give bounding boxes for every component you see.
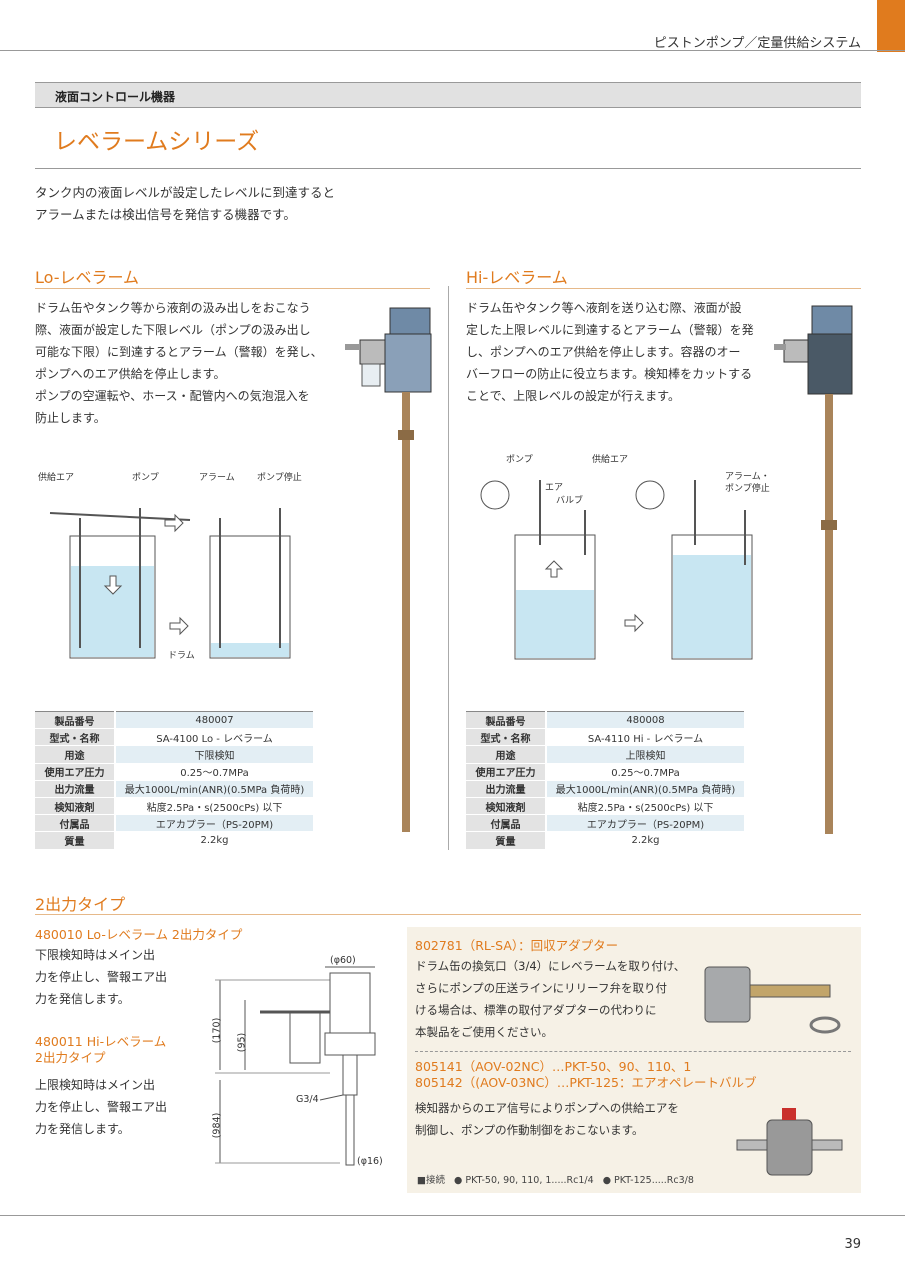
footer-rule: [0, 1215, 905, 1216]
connection-info: ■接続 ● PKT-50, 90, 110, 1.....Rc1/4 ● PKT…: [417, 1175, 694, 1186]
hi-heading: Hi-レベラーム: [466, 268, 568, 287]
dual-item1-desc: 下限検知時はメイン出力を停止し、警報エア出力を発信します。: [35, 948, 168, 1006]
lo-heading: Lo-レベラーム: [35, 268, 140, 287]
dual-item2-desc: 上限検知時はメイン出力を停止し、警報エア出力を発信します。: [35, 1078, 168, 1136]
header-tab: [877, 0, 905, 52]
table-row: 用途下限検知: [35, 745, 313, 764]
dual-item1-title: 480010 Lo-レベラーム 2出力タイプ: [35, 927, 243, 942]
lo-description: ドラム缶やタンク等から液剤の汲み出しをおこなう際、液面が設定した下限レベル（ポン…: [35, 301, 323, 425]
page-number: 39: [844, 1237, 861, 1252]
table-row: 付属品エアカプラー（PS-20PM): [466, 814, 744, 832]
table-row: 付属品エアカプラー（PS-20PM): [35, 814, 313, 832]
hi-heading-rule: [466, 288, 861, 289]
adapter-title: 802781（RL-SA）：回収アダプター: [415, 938, 619, 953]
title-rule: [35, 168, 861, 169]
table-row: 検知液剤粘度2.5Pa・s(2500cPs) 以下: [466, 797, 744, 815]
column-divider: [448, 286, 449, 850]
lo-heading-rule: [35, 288, 430, 289]
table-row: 検知液剤粘度2.5Pa・s(2500cPs) 以下: [35, 797, 313, 815]
table-row: 出力流量最大1000L/min(ANR)(0.5MPa 負荷時): [35, 780, 313, 798]
box-divider: [415, 1051, 851, 1052]
valve-photo: [736, 1108, 843, 1176]
adapter-photo: [704, 966, 841, 1034]
page-title: レベラームシリーズ: [54, 129, 260, 155]
hi-description: ドラム缶やタンク等へ液剤を送り込む際、液面が設定した上限レベルに到達するとアラー…: [466, 301, 754, 403]
adapter-desc: ドラム缶の換気口（3/4）にレベラームを取り付け、さらにポンプの圧送ラインにリリ…: [415, 959, 686, 1039]
intro-text: タンク内の液面レベルが設定したレベルに到達するとアラームまたは検出信号を発信する…: [35, 185, 336, 222]
dual-heading: 2出力タイプ: [35, 895, 126, 914]
hi-product-photo: [774, 305, 853, 834]
table-row: 用途上限検知: [466, 745, 744, 764]
table-row: 出力流量最大1000L/min(ANR)(0.5MPa 負荷時): [466, 780, 744, 798]
section-label: 液面コントロール機器: [35, 82, 861, 108]
valve-desc: 検知器からのエア信号によりポンプへの供給エアを制御し、ポンプの作動制御をおこない…: [415, 1101, 679, 1137]
running-header: ピストンポンプ／定量供給システム: [653, 36, 861, 51]
lo-product-photo: [345, 307, 432, 832]
header-rule: [0, 50, 905, 51]
dual-heading-rule: [35, 914, 861, 915]
